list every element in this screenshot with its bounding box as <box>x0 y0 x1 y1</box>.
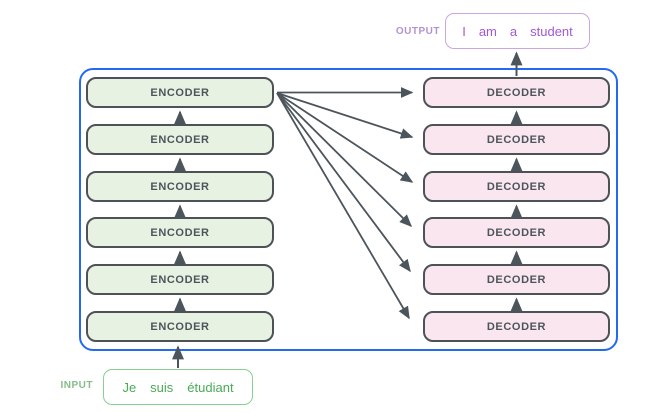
encoder-block: ENCODER <box>86 77 274 108</box>
input-token: Je <box>122 379 137 395</box>
transformer-container-box <box>79 68 618 351</box>
input-sentence-box: Je suis étudiant <box>103 369 253 405</box>
encoder-block: ENCODER <box>86 124 274 155</box>
output-label: OUTPUT <box>395 26 440 37</box>
decoder-block: DECODER <box>423 124 610 155</box>
decoder-block: DECODER <box>423 264 610 295</box>
output-token: student <box>530 23 573 39</box>
input-label: INPUT <box>60 380 93 391</box>
decoder-block: DECODER <box>423 311 610 342</box>
decoder-block: DECODER <box>423 77 610 108</box>
decoder-block: DECODER <box>423 171 610 202</box>
encoder-block: ENCODER <box>86 311 274 342</box>
encoder-block: ENCODER <box>86 217 274 248</box>
decoder-block: DECODER <box>423 217 610 248</box>
output-token: am <box>478 23 497 39</box>
output-sentence-box: I am a student <box>445 13 590 49</box>
input-token: étudiant <box>187 379 234 395</box>
encoder-block: ENCODER <box>86 264 274 295</box>
output-token: I <box>462 23 466 39</box>
input-token: suis <box>150 379 174 395</box>
encoder-block: ENCODER <box>86 171 274 202</box>
output-token: a <box>509 23 518 39</box>
